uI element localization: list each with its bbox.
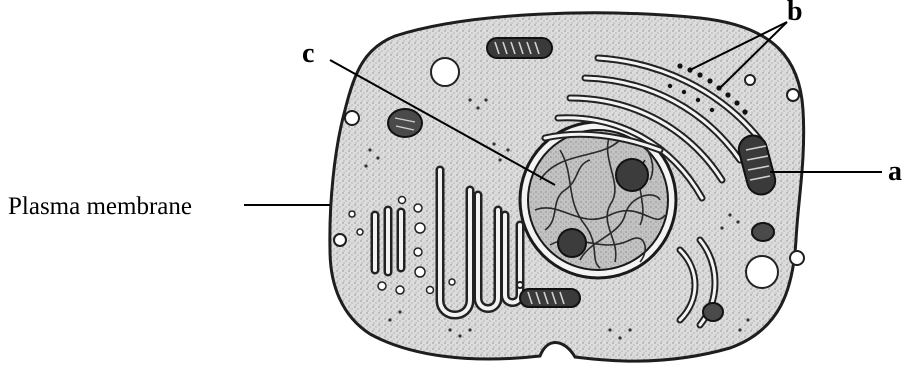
mitochondrion-small-bottom xyxy=(703,303,723,321)
mitochondrion-left xyxy=(388,109,422,137)
nucleolus-upper xyxy=(616,159,648,191)
mitochondrion-top xyxy=(487,38,552,58)
label-b: b xyxy=(787,0,803,27)
mitochondrion-bottom xyxy=(520,289,580,307)
label-plasma-membrane: Plasma membrane xyxy=(8,193,192,220)
nucleolus-lower xyxy=(558,229,586,257)
label-c: c xyxy=(302,38,314,69)
label-a: a xyxy=(888,156,902,187)
mitochondrion-small-right xyxy=(752,223,774,241)
